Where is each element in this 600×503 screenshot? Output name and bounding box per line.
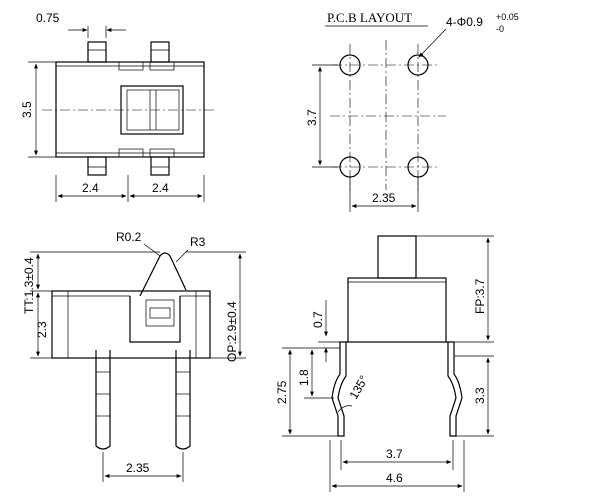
front-view-body (347, 277, 447, 343)
dim-1-8: 1.8 (297, 369, 311, 386)
pcb-layout-view: P.C.B LAYOUT 4-Φ0.9 +0.05 -0 3.7 2.35 (305, 10, 519, 212)
dim-pitch-left: 2.4 (82, 181, 99, 195)
dim-0-7: 0.7 (311, 311, 325, 328)
front-view: FP:3.7 0.7 2.75 1.8 135° 3.3 3.7 4.6 (275, 235, 494, 492)
dim-pin-width: 0.75 (36, 11, 60, 25)
side-view-leads (95, 350, 191, 450)
pcb-layout-title: P.C.B LAYOUT (327, 10, 412, 25)
dim-side-pin-pitch: 2.35 (126, 461, 150, 475)
dim-tt: TT:1.3±0.4 (22, 257, 36, 314)
dim-angle: 135° (346, 373, 371, 402)
dim-3-7-bottom: 3.7 (386, 447, 403, 461)
hole-tol-plus: +0.05 (496, 12, 519, 22)
radius-small: R0.2 (116, 230, 142, 244)
front-view-plunger (377, 235, 417, 279)
pcb-holes (339, 54, 429, 178)
pcb-dim-vertical: 3.7 (305, 109, 319, 126)
dim-pitch-right: 2.4 (152, 181, 169, 195)
dim-body-height: 2.3 (35, 321, 49, 338)
hole-tol-minus: -0 (496, 24, 504, 34)
dim-op: OP:2.9±0.4 (225, 301, 239, 362)
dim-4-6: 4.6 (386, 471, 403, 485)
side-view: R0.2 R3 TT:1.3±0.4 2.3 OP:2.9±0.4 2.35 (22, 230, 246, 482)
dim-top-height: 3.5 (20, 101, 34, 118)
top-view-body (55, 61, 205, 158)
dim-3-3: 3.3 (473, 387, 487, 404)
top-view-pins-bottom (87, 156, 170, 176)
dim-2-75: 2.75 (275, 380, 289, 404)
hole-callout: 4-Φ0.9 (446, 15, 483, 29)
pcb-dim-horizontal: 2.35 (372, 191, 396, 205)
dim-fp: FP:3.7 (473, 278, 487, 314)
side-view-body (51, 290, 211, 359)
radius-large: R3 (190, 235, 206, 249)
top-view: 0.75 3.5 2.4 2.4 (20, 11, 214, 202)
top-view-pins-top (87, 41, 170, 63)
side-view-actuator-housing (129, 296, 181, 343)
side-view-actuator (139, 252, 187, 297)
